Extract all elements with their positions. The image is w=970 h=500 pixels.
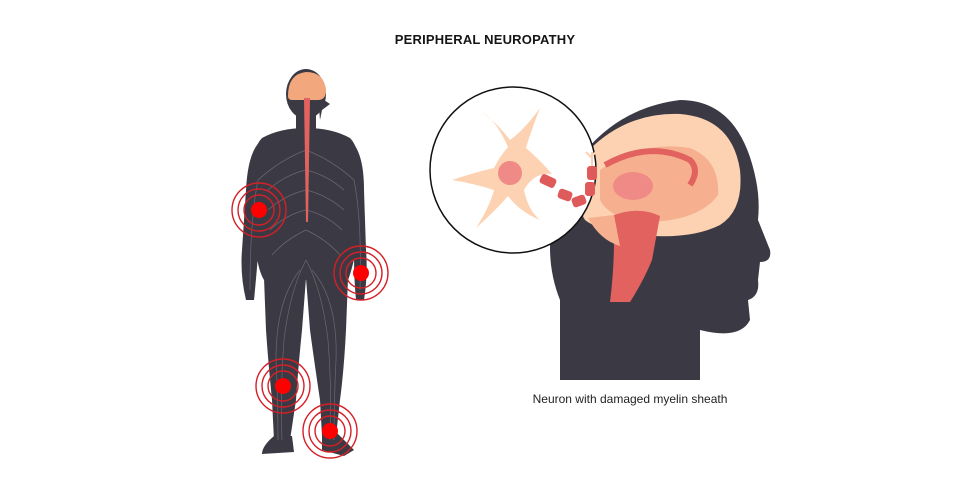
- neuron-caption: Neuron with damaged myelin sheath: [532, 392, 728, 406]
- diagram-title: PERIPHERAL NEUROPATHY: [394, 32, 576, 47]
- pain-point-left-wrist: [333, 245, 389, 301]
- neuron-inset: [429, 86, 601, 254]
- pain-point-right-knee: [255, 358, 311, 414]
- pain-point-right-elbow: [231, 182, 287, 238]
- pain-point-left-ankle: [302, 403, 358, 459]
- human-body-figure: [241, 69, 367, 456]
- head-profile-figure: [550, 100, 771, 380]
